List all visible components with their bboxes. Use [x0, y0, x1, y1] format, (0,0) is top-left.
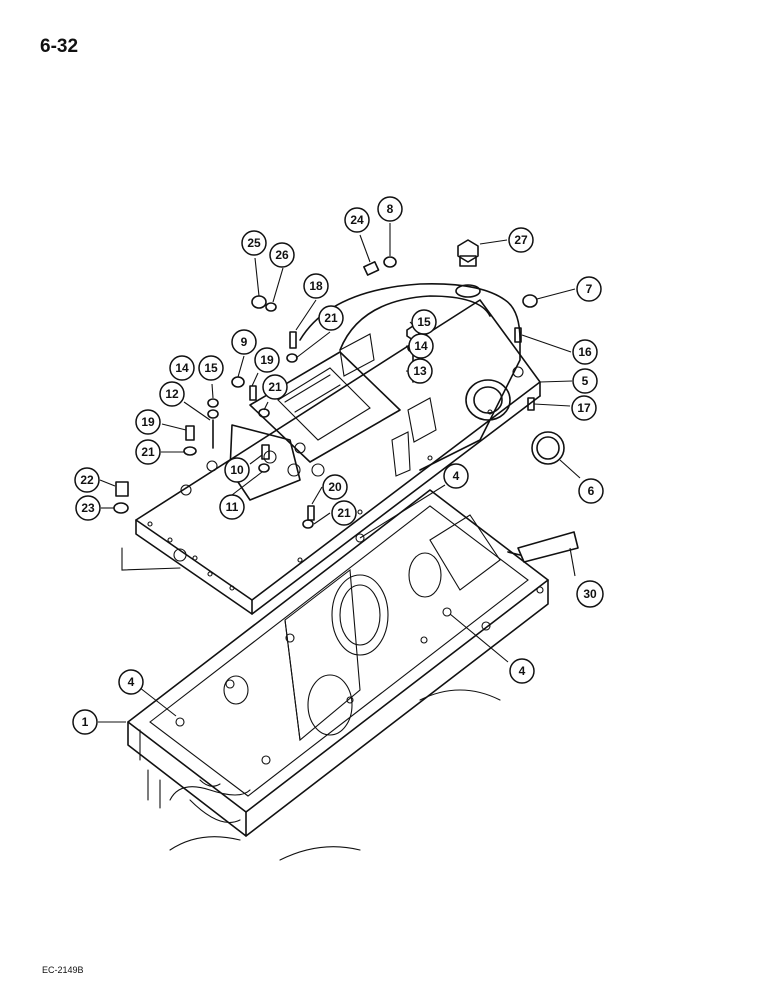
svg-text:5: 5 — [582, 374, 589, 388]
svg-text:9: 9 — [241, 335, 248, 349]
callout-12: 12 — [159, 381, 185, 407]
drawing-reference-code: EC-2149B — [42, 965, 84, 975]
leader-lines — [98, 223, 581, 723]
svg-text:30: 30 — [583, 587, 597, 601]
svg-text:1: 1 — [82, 715, 89, 729]
callout-7: 7 — [576, 276, 602, 302]
callout-21: 21 — [331, 500, 357, 526]
callout-1: 1 — [72, 709, 98, 735]
callout-4: 4 — [118, 669, 144, 695]
svg-text:10: 10 — [230, 463, 244, 477]
callout-16: 16 — [572, 339, 598, 365]
callout-6: 6 — [578, 478, 604, 504]
callout-24: 24 — [344, 207, 370, 233]
svg-text:4: 4 — [519, 664, 526, 678]
svg-text:7: 7 — [586, 282, 593, 296]
svg-text:27: 27 — [514, 233, 528, 247]
callout-15: 15 — [411, 309, 437, 335]
callout-balloons: 8 24 27 25 26 7 18 21 15 9 19 14 16 14 1… — [72, 196, 604, 735]
callout-30: 30 — [576, 580, 604, 608]
page-number: 6-32 — [40, 36, 79, 57]
svg-text:12: 12 — [165, 387, 179, 401]
callout-23: 23 — [75, 495, 101, 521]
svg-text:17: 17 — [577, 401, 591, 415]
svg-text:6: 6 — [588, 484, 595, 498]
svg-text:21: 21 — [141, 445, 155, 459]
callout-4: 4 — [509, 658, 535, 684]
svg-text:16: 16 — [578, 345, 592, 359]
callout-5: 5 — [572, 368, 598, 394]
callout-22: 22 — [74, 467, 100, 493]
callout-21: 21 — [135, 439, 161, 465]
svg-text:20: 20 — [328, 480, 342, 494]
callout-19: 19 — [254, 347, 280, 373]
callout-4: 4 — [443, 463, 469, 489]
callout-10: 10 — [224, 457, 250, 483]
svg-text:4: 4 — [453, 469, 460, 483]
svg-text:19: 19 — [260, 353, 274, 367]
svg-text:4: 4 — [128, 675, 135, 689]
svg-text:21: 21 — [324, 311, 338, 325]
callout-20: 20 — [322, 474, 348, 500]
svg-text:21: 21 — [337, 506, 351, 520]
callout-8: 8 — [377, 196, 403, 222]
callout-11: 11 — [219, 494, 245, 520]
svg-text:22: 22 — [80, 473, 94, 487]
callout-27: 27 — [508, 227, 534, 253]
callout-18: 18 — [303, 273, 329, 299]
svg-text:15: 15 — [417, 315, 431, 329]
svg-text:19: 19 — [141, 415, 155, 429]
svg-text:21: 21 — [268, 380, 282, 394]
callout-14: 14 — [169, 355, 195, 381]
svg-text:8: 8 — [387, 202, 394, 216]
svg-text:18: 18 — [309, 279, 323, 293]
transmission-housing — [127, 489, 549, 861]
svg-text:14: 14 — [414, 339, 428, 353]
svg-text:11: 11 — [226, 500, 239, 514]
callout-26: 26 — [269, 242, 295, 268]
svg-text:24: 24 — [350, 213, 364, 227]
svg-text:15: 15 — [204, 361, 218, 375]
callout-21: 21 — [262, 374, 288, 400]
svg-text:25: 25 — [247, 236, 261, 250]
callout-9: 9 — [231, 329, 257, 355]
callout-21: 21 — [318, 305, 344, 331]
svg-text:26: 26 — [275, 248, 289, 262]
callout-14: 14 — [408, 333, 434, 359]
callout-15: 15 — [198, 355, 224, 381]
callout-25: 25 — [241, 230, 267, 256]
callout-19: 19 — [135, 409, 161, 435]
svg-text:23: 23 — [81, 501, 95, 515]
svg-text:13: 13 — [413, 364, 427, 378]
callout-17: 17 — [571, 395, 597, 421]
svg-text:14: 14 — [175, 361, 189, 375]
callout-13: 13 — [407, 358, 433, 384]
